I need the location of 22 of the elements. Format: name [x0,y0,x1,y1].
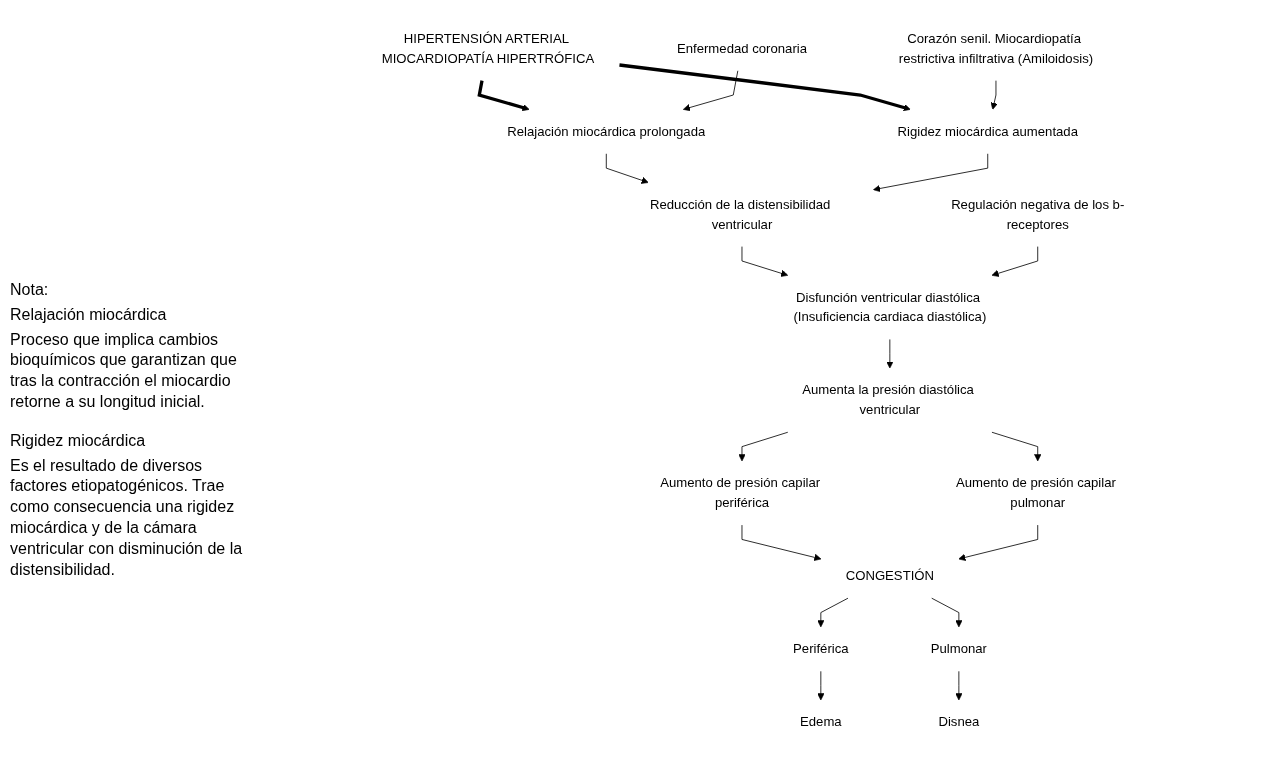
node-text: CONGESTIÓN [845,568,934,583]
note-text: Relajación miocárdica [10,304,168,325]
node-text: HIPERTENSIÓN ARTERIAL MIOCARDIOPATÍA HIPERTRÓFICA [381,31,594,66]
node-text: Enfermedad coronaria [676,41,807,56]
arrow [477,80,530,112]
node-text: Reducción de la distensibilidad ventricular [649,197,831,231]
node-text: Disnea [938,714,979,729]
note-text: Nota: [10,280,50,300]
node-text: Periférica [792,641,849,656]
node-text: Disfunción ventricular diastólica (Insuficiencia cardiaca diastólica) [793,290,986,324]
node-text: Edema [799,714,842,729]
note-text: Rigidez miocárdica [10,430,147,451]
node-text: Aumento de presión capilar pulmonar [955,475,1116,510]
node-text: Corazón senil. Miocardiopatía restrictiva infiltrativa (Amiloidosis) [898,31,1093,66]
note-text: Es el resultado de diversos factores etiopatogénicos. Trae como consecuencia una rigidez miocárdica y de la cámara ventricular con disminución de la distensibilidad. [10,455,244,580]
node-text: Regulación negativa de los b-receptores [950,197,1124,231]
node-text: Pulmonar [930,641,987,656]
node-text: Relajación miocárdica prolongada [506,124,705,139]
note-text: Proceso que implica cambios bioquímicos que garantizan que tras la contracción el miocardio retorne a su longitud inicial. [10,329,238,412]
node-text: Aumenta la presión diastólica ventricular [801,382,974,417]
node-text: Aumento de presión capilar periférica [659,475,820,510]
node-text: Rigidez miocárdica aumentada [897,124,1078,139]
